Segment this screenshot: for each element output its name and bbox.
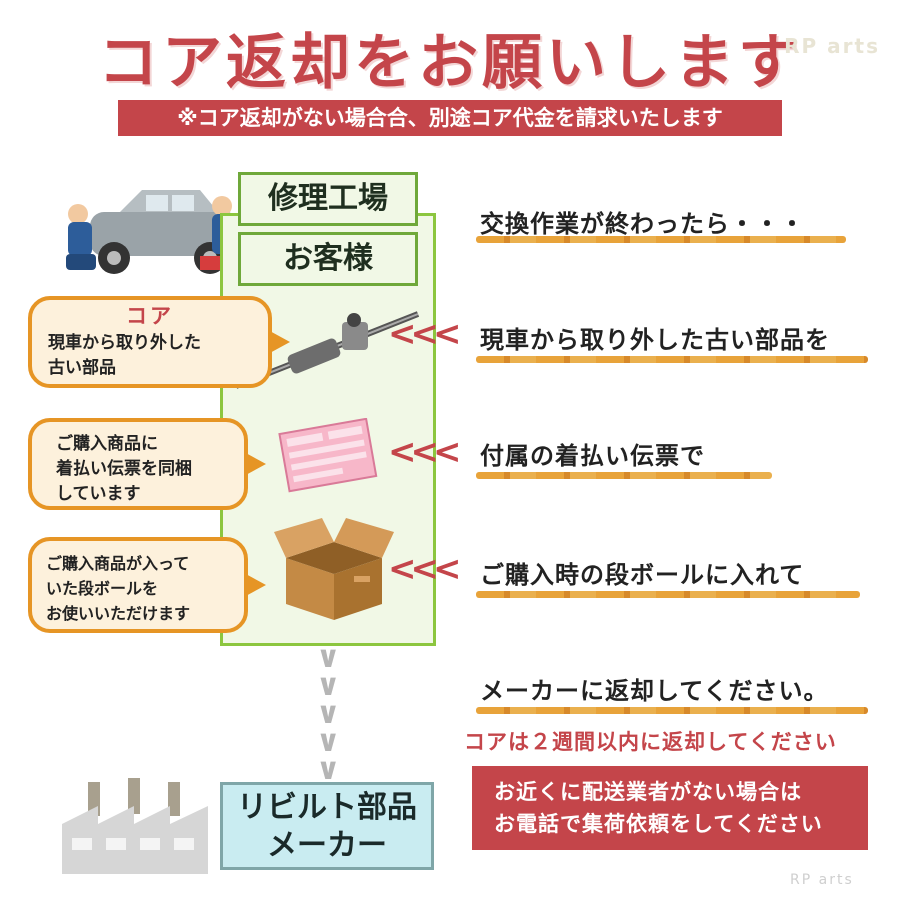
pickup-notice-line2: お電話で集荷依頼をしてください xyxy=(494,812,823,836)
chevron-down-icon: ∨ xyxy=(316,668,341,703)
step-underline xyxy=(476,707,868,714)
rebuild-maker-line1: リビルト部品 xyxy=(237,790,417,825)
chevron-down-icon: ∨ xyxy=(316,724,341,759)
rebuild-maker-box: リビルト部品 メーカー xyxy=(220,782,434,870)
shipping-slip-illustration xyxy=(278,418,378,493)
factory-illustration xyxy=(62,778,208,874)
cardboard-box-illustration xyxy=(274,518,394,620)
step-underline xyxy=(476,472,772,479)
brand-watermark-logo: RP arts xyxy=(784,34,880,58)
repair-shop-label: 修理工場 xyxy=(238,172,418,226)
chevron-left-icon: <<< xyxy=(388,432,462,472)
step-underline xyxy=(476,356,868,363)
core-desc-line2: 古い部品 xyxy=(48,358,116,378)
box-bubble: ご購入商品が入って いた段ボールを お使いいただけます xyxy=(28,537,266,633)
chevron-left-icon: <<< xyxy=(388,314,462,354)
step-underline xyxy=(476,591,860,598)
core-bubble: コア 現車から取り外した 古い部品 xyxy=(28,296,290,388)
page-title: コア返却をお願いします xyxy=(98,28,802,98)
pickup-notice-line1: お近くに配送業者がない場合は xyxy=(494,780,802,804)
chevron-down-icon: ∨ xyxy=(316,752,341,787)
step-return: メーカーに返却してください。 xyxy=(480,677,829,705)
penalty-notice-bar: ※コア返却がない場合合、別途コア代金を請求いたします xyxy=(118,100,782,136)
footer-watermark-logo: RP arts xyxy=(790,872,854,888)
box-line2: いた段ボールを xyxy=(46,579,159,598)
step-remove-part: 現車から取り外した古い部品を xyxy=(480,326,830,354)
slip-line3: しています xyxy=(56,484,141,504)
customer-label: お客様 xyxy=(238,232,418,286)
rebuild-maker-line2: メーカー xyxy=(267,828,387,863)
chevron-left-icon: <<< xyxy=(388,549,462,589)
chevron-down-icon: ∨ xyxy=(316,696,341,731)
box-line3: お使いいただけます xyxy=(46,604,191,623)
return-deadline: コアは２週間以内に返却してください xyxy=(464,730,837,754)
slip-bubble: ご購入商品に 着払い伝票を同梱 しています xyxy=(28,418,266,510)
pickup-notice: お近くに配送業者がない場合は お電話で集荷依頼をしてください xyxy=(472,766,868,850)
slip-line1: ご購入商品に xyxy=(56,434,158,454)
car-mechanics-illustration xyxy=(66,190,236,274)
step-in-box: ご購入時の段ボールに入れて xyxy=(480,561,805,589)
step-with-slip: 付属の着払い伝票で xyxy=(480,442,705,470)
box-line1: ご購入商品が入って xyxy=(46,554,190,573)
slip-line2: 着払い伝票を同梱 xyxy=(56,459,192,479)
step-after-work: 交換作業が終わったら・・・ xyxy=(480,210,805,238)
step-underline xyxy=(476,236,846,243)
chevron-down-icon: ∨ xyxy=(316,640,341,675)
core-desc-line1: 現車から取り外した xyxy=(48,333,201,353)
core-label: コア xyxy=(126,304,174,328)
